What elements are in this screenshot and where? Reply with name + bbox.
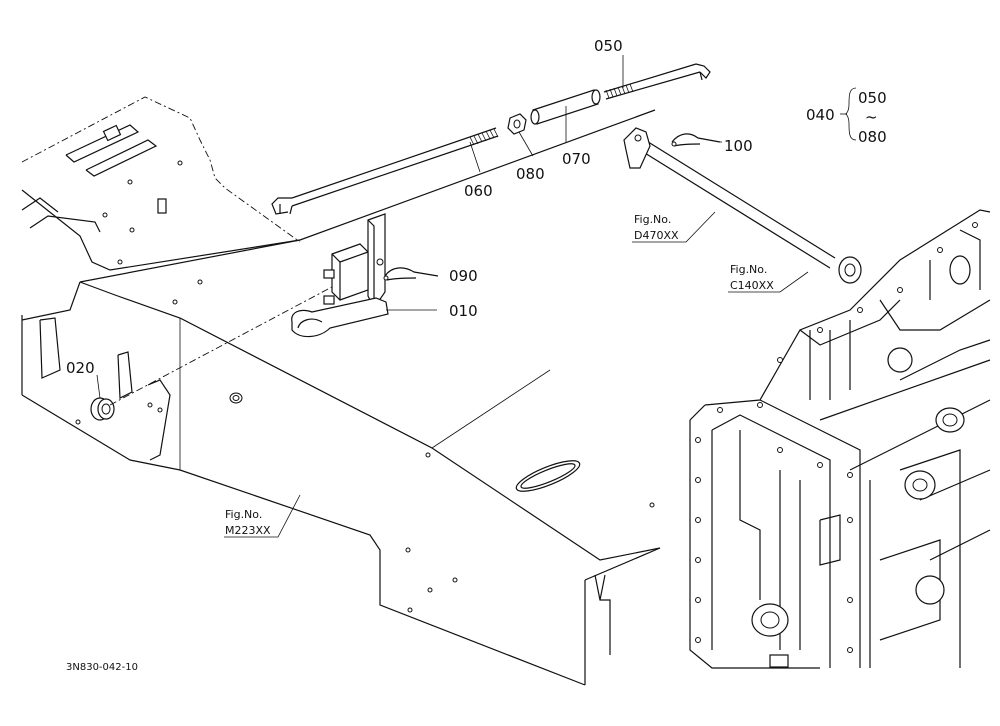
clip-100 [671, 133, 721, 147]
clip-090 [383, 267, 439, 281]
callout-100: 100 [724, 137, 753, 155]
cross-shaft [623, 127, 862, 284]
turnbuckle-070 [530, 89, 601, 125]
rod-060 [271, 127, 499, 215]
nut-080 [507, 113, 527, 135]
callout-010: 010 [449, 302, 478, 320]
lever-010 [291, 213, 389, 338]
callout-090: 090 [449, 267, 478, 285]
figure-references: Fig.No. D470XX Fig.No. C140XX Fig.No. M2… [225, 213, 774, 537]
rod-050 [603, 63, 711, 100]
fig-ref-m223-number: M223XX [225, 524, 271, 537]
fig-ref-d470-label: Fig.No. [634, 213, 671, 226]
callout-020: 020 [66, 359, 95, 377]
leader-lines [96, 55, 857, 538]
fig-ref-d470-number: D470XX [634, 229, 679, 242]
callout-labels: 050 060 080 070 100 090 010 020 040 050 … [66, 37, 887, 377]
drawing-code: 3N830-042-10 [66, 662, 138, 673]
callout-060: 060 [464, 182, 493, 200]
frame-plate [21, 96, 661, 686]
bushing-020 [90, 397, 115, 421]
callout-040: 040 [806, 106, 835, 124]
callout-070: 070 [562, 150, 591, 168]
fig-ref-c140-number: C140XX [730, 279, 774, 292]
fig-ref-m223-label: Fig.No. [225, 508, 262, 521]
callout-range-tilde: ~ [865, 108, 878, 126]
callout-range-from: 050 [858, 89, 887, 107]
callout-080: 080 [516, 165, 545, 183]
fig-ref-c140-label: Fig.No. [730, 263, 767, 276]
callout-range-to: 080 [858, 128, 887, 146]
callout-050: 050 [594, 37, 623, 55]
thread-050 [605, 83, 634, 99]
thread-060 [469, 128, 499, 146]
transmission-case [689, 209, 991, 669]
